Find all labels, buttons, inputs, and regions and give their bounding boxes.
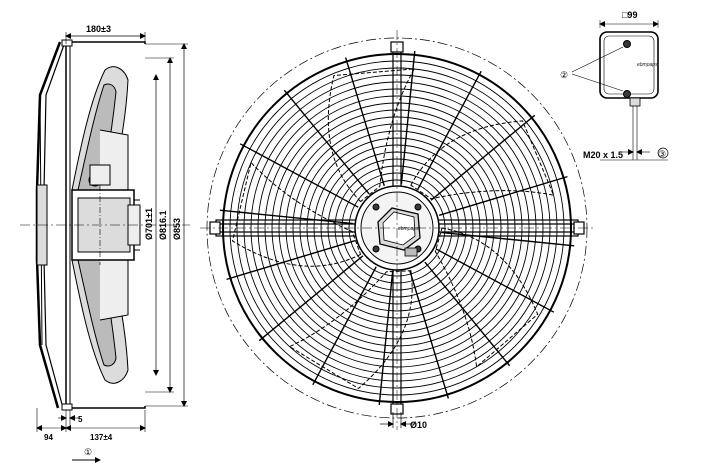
guard-strut <box>239 143 359 208</box>
guard-strut <box>283 89 370 195</box>
front-view: ebmpapst <box>200 30 594 430</box>
fan-blade <box>410 120 555 200</box>
dim-depth <box>65 32 146 44</box>
dim-d853-label: Ø853 <box>172 218 182 240</box>
guard-strut <box>312 266 377 386</box>
dim-94-label: 94 <box>44 433 53 442</box>
guard-strut <box>417 70 482 190</box>
callout-3: ③ <box>658 149 666 159</box>
dim-d853 <box>145 43 188 407</box>
dim-hole <box>380 412 415 428</box>
dim-137-label: 137±4 <box>90 433 113 442</box>
dim-bottom <box>36 408 146 432</box>
fan-blade <box>327 68 416 203</box>
cable-gland-label: M20 x 1.5 <box>583 150 623 160</box>
guard-strut <box>258 255 364 342</box>
guard-strut <box>400 50 416 185</box>
guard-strut <box>430 114 536 201</box>
cable-gland <box>629 97 641 107</box>
dim-d701-label: Ø701±1 <box>144 208 154 240</box>
guard-strut <box>226 240 356 281</box>
callout-1: ① <box>84 447 92 457</box>
guard-strut <box>409 269 450 399</box>
leader-2a <box>571 46 624 73</box>
terminal-box <box>571 20 669 161</box>
front-blades <box>231 68 555 390</box>
side-view <box>20 32 190 463</box>
fan-blade <box>231 161 362 267</box>
box-screw-bottom <box>623 90 631 98</box>
dim-hole-label: Ø10 <box>410 420 427 430</box>
box-width-label: □99 <box>622 10 637 20</box>
leader-2b <box>571 73 624 92</box>
guard-strut <box>378 271 394 406</box>
guard-strut <box>344 57 385 187</box>
dim-d816 <box>145 57 174 393</box>
blade-lower <box>71 254 129 384</box>
callout-2: ② <box>560 70 568 80</box>
hub-logo: ebmpapst <box>398 226 421 232</box>
dim-depth-label: 180±3 <box>86 24 111 34</box>
guard-strut <box>440 231 575 247</box>
terminal-box-body <box>599 31 659 99</box>
box-screw-top <box>623 40 631 48</box>
guard-struts <box>219 50 575 406</box>
guard-strut <box>424 261 511 367</box>
dim-5-label: 5 <box>78 415 83 424</box>
fan-blade <box>434 227 539 368</box>
dim-d816-label: Ø816.1 <box>158 210 168 240</box>
guard-strut <box>435 248 555 313</box>
guard-strut <box>438 175 568 216</box>
fan-blade <box>288 270 413 390</box>
box-logo: ebmpapst <box>637 62 660 68</box>
